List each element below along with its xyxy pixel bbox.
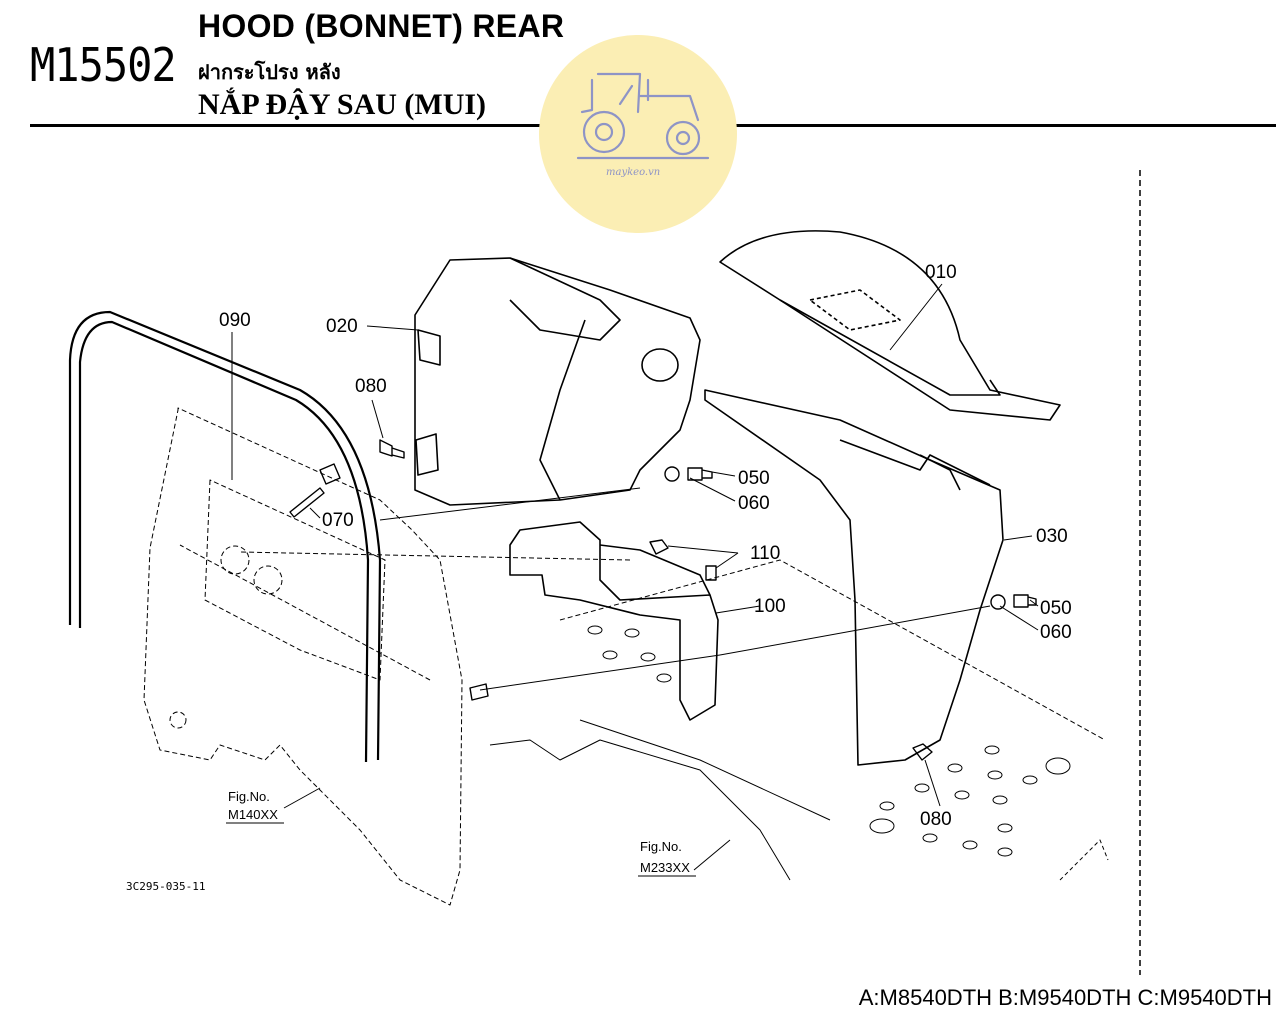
fasteners (289, 439, 1037, 761)
drawing-code: 3C295-035-11 (126, 880, 205, 893)
callout-050: 050 (738, 468, 770, 489)
figure-number: M15502 (30, 38, 177, 92)
callout-090: 090 (219, 310, 251, 331)
watermark-logo: maykeo.vn (539, 35, 737, 233)
firewall-panel-dashed (143, 407, 463, 906)
part-020-rear-cover (414, 257, 701, 506)
callout-010: 010 (925, 262, 957, 283)
callout-080-lower: 080 (920, 809, 952, 830)
callout-110: 110 (750, 543, 780, 564)
callouts: 010 020 030 050 060 070 080 090 100 110 … (126, 262, 1072, 893)
title-vietnamese: NẮP ĐẬY SAU (MUI) (198, 88, 487, 121)
callout-080: 080 (355, 376, 387, 397)
callout-050-right: 050 (1040, 598, 1072, 619)
callout-100: 100 (754, 596, 786, 617)
callout-020: 020 (326, 316, 358, 337)
floor-panel-dashed (489, 559, 1109, 881)
ref-label-2: Fig.No. (640, 839, 682, 854)
callout-060-right: 060 (1040, 622, 1072, 643)
watermark-text: maykeo.vn (606, 167, 660, 178)
ref-figure-1: M140XX (228, 807, 278, 822)
callout-030: 030 (1036, 526, 1068, 547)
leader-lines (179, 283, 1039, 871)
part-010-top-cover (719, 230, 1061, 421)
part-090-seal (68, 310, 382, 763)
part-030-side-cover (704, 389, 1004, 766)
title-thai: ฝากระโปรง หลัง (198, 60, 341, 84)
model-list: A:M8540DTH B:M9540DTH C:M9540DTH (858, 985, 1272, 1010)
ref-label-1: Fig.No. (228, 789, 270, 804)
title-english: HOOD (BONNET) REAR (198, 8, 565, 44)
callout-070: 070 (322, 510, 354, 531)
callout-060: 060 (738, 493, 770, 514)
part-100-bracket (509, 521, 719, 721)
ref-figure-2: M233XX (640, 860, 690, 875)
